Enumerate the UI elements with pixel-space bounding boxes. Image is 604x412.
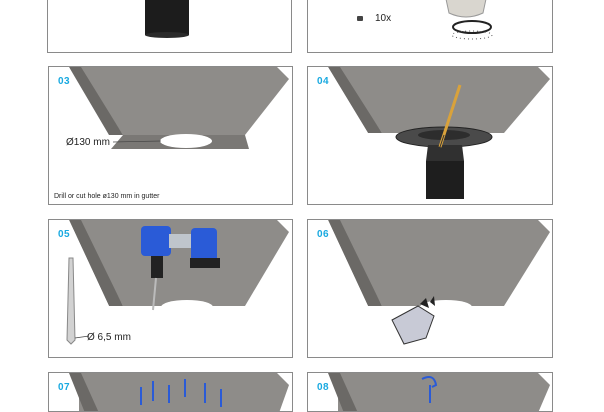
flange-marking-illustration [308, 67, 550, 199]
instruction-panel-08: 08 [307, 372, 553, 412]
drill-diameter-label: Ø 6,5 mm [87, 332, 131, 343]
parts-illustration [357, 0, 493, 40]
step-number: 04 [317, 76, 330, 87]
instruction-panel-06: 06 [307, 219, 553, 358]
pipe-illustration [145, 0, 189, 38]
hole-diameter-label: Ø130 mm [66, 137, 110, 148]
instruction-panel-top-right: 10x [307, 0, 553, 53]
quantity-label: 10x [375, 13, 392, 24]
step-number: 03 [58, 76, 71, 87]
step-number: 07 [58, 382, 71, 393]
instruction-panel-05: 05 Ø 6,5 mm [48, 219, 293, 358]
instruction-panel-top-left [47, 0, 292, 53]
drilling-illustration [49, 220, 289, 345]
screws-illustration [69, 373, 289, 411]
step-number: 08 [317, 382, 330, 393]
instruction-panel-03: 03 Ø130 mm Drill or cut hole ø130 mm in … [48, 66, 293, 205]
instruction-panel-07: 07 [48, 372, 293, 412]
instruction-panel-04: 04 [307, 66, 553, 205]
cleaning-illustration [308, 220, 550, 345]
gutter-hole-illustration [49, 67, 289, 149]
step-number: 06 [317, 229, 330, 240]
screw-fastening-illustration [328, 373, 550, 411]
step-caption: Drill or cut hole ø130 mm in gutter [54, 193, 160, 200]
step-number: 05 [58, 229, 71, 240]
